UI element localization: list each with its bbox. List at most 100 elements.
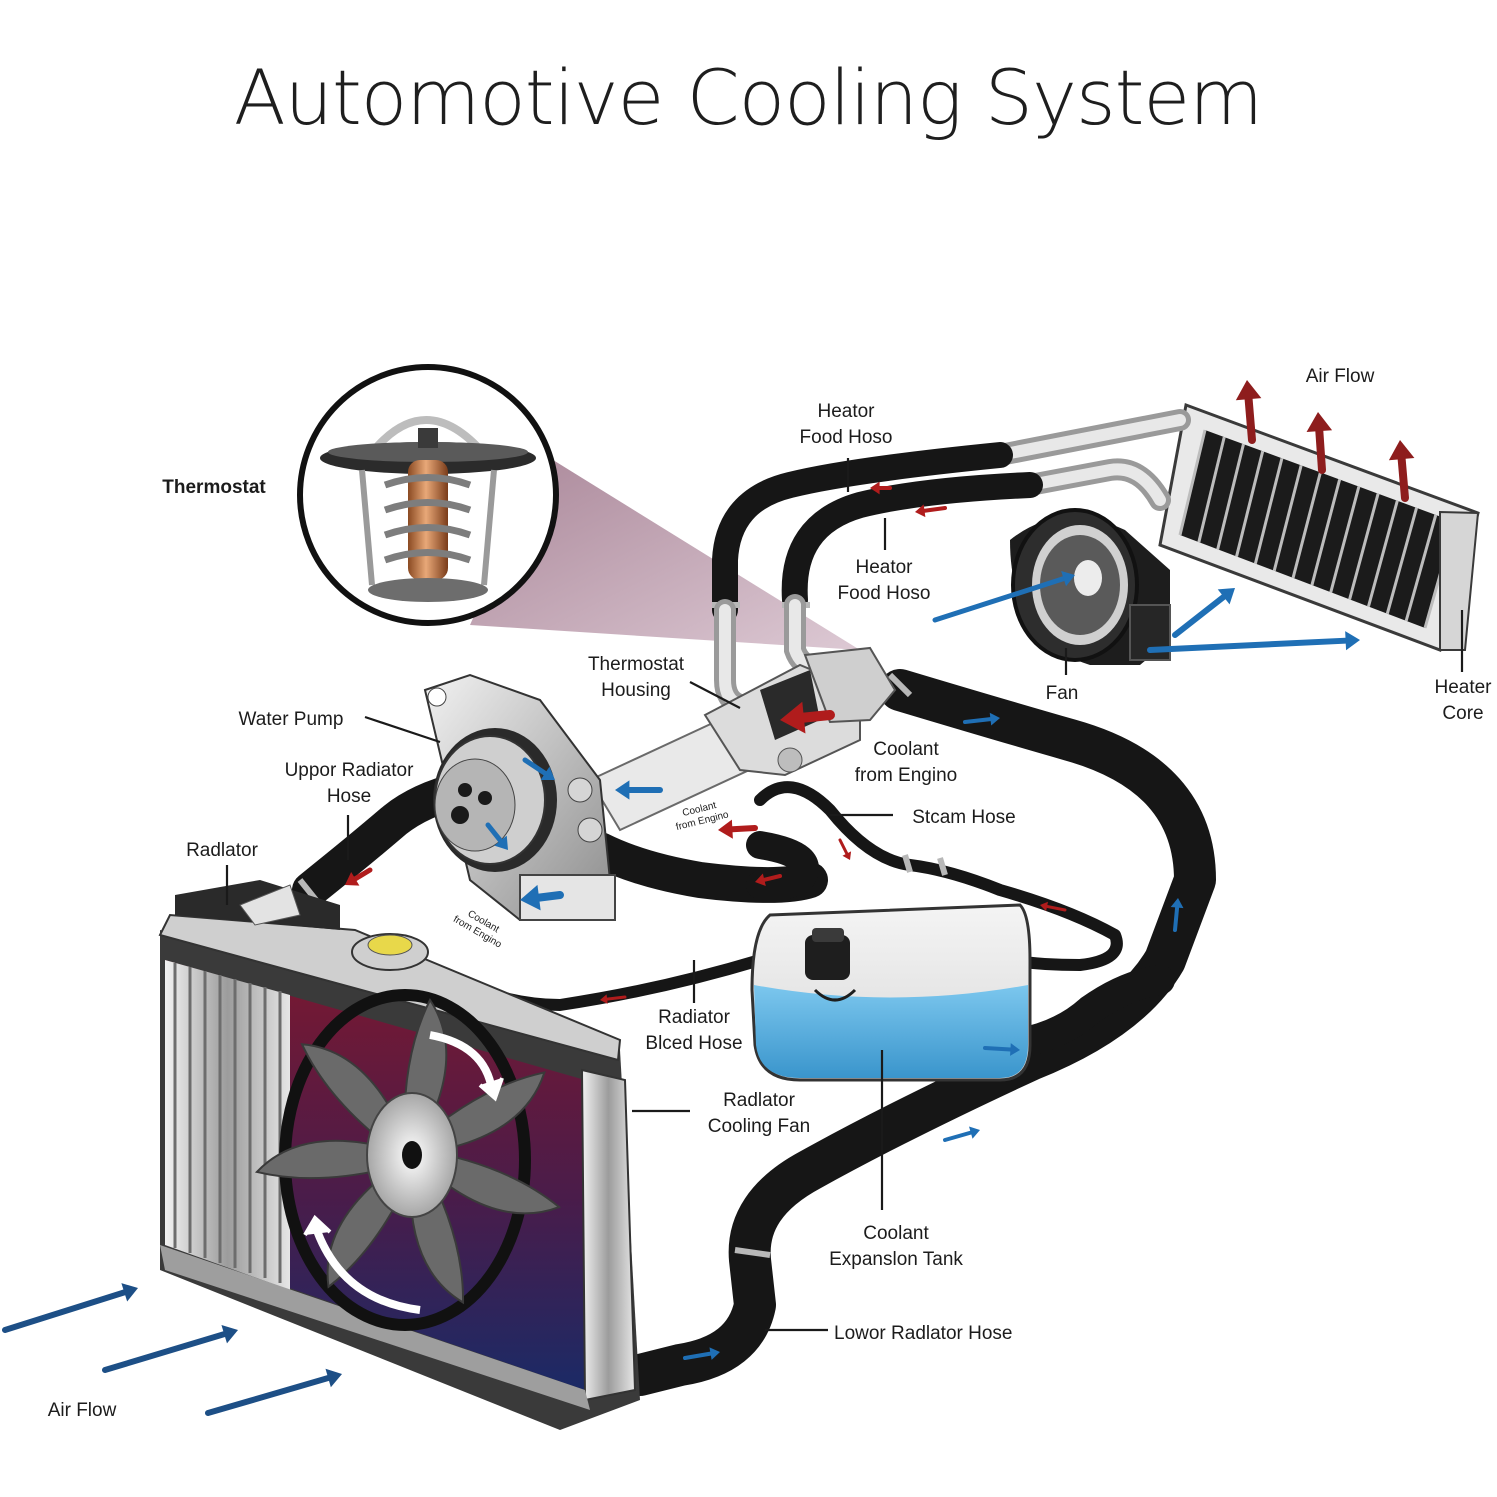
hot-air-arrow-shaft (1315, 427, 1326, 474)
hot-coolant-arrow-shaft (922, 506, 947, 513)
thermostat-housing-label-l1: Thermostat (588, 654, 685, 675)
coolant-flow-arrow (1170, 898, 1184, 932)
water-pump (423, 673, 616, 921)
tank-cap-icon (805, 928, 850, 980)
coolant-flow-arrow (683, 1347, 720, 1360)
hot-coolant-arrow-shaft (729, 825, 758, 833)
thermostat-inset (297, 364, 559, 626)
hot-coolant-arrow-head (755, 873, 766, 886)
coolant-flow-arrow (485, 822, 508, 850)
hot-coolant-arrow (780, 701, 835, 734)
heater-fin (1272, 465, 1303, 572)
heater-fin (1329, 486, 1361, 593)
hot-coolant-arrow (755, 873, 782, 886)
coolant-expansion-tank-label-l1: Coolant (863, 1223, 929, 1244)
heater-fin (1216, 443, 1245, 550)
coolant-expansion-tank-label-l2: Expanslon Tank (829, 1249, 963, 1270)
lower-radiator-hose-label: Lowor Radlator Hose (834, 1323, 1012, 1344)
heater-fin (1291, 472, 1322, 579)
radiator-cooling-fan-label-l2: Cooling Fan (708, 1116, 810, 1137)
air-flow-arrow-shaft (205, 1375, 332, 1416)
heater-core (1158, 402, 1480, 652)
heater-core-label-l1: Heater (1434, 677, 1492, 698)
air-flow-top-label: Air Flow (1306, 366, 1375, 387)
hot-coolant-arrow-shaft (798, 710, 835, 723)
heater-food-hose-2-label-l2: Food Hoso (838, 583, 931, 604)
air-flow-arrow (205, 1368, 342, 1416)
coolant-flow-arrow (943, 1126, 980, 1142)
thermostat-icon (320, 416, 536, 602)
coolant-flow-arrow (983, 1043, 1020, 1056)
hot-coolant-arrow-head (1040, 901, 1049, 912)
heater-fin (1310, 479, 1342, 586)
coolant-flow-arrow-head (1010, 1043, 1020, 1056)
hot-coolant-arrow-shaft (762, 874, 782, 882)
radiator-bleed-hose-label-l1: Radiator (658, 1007, 730, 1028)
radiator-cooling-fan-label-l1: Radlator (723, 1090, 795, 1111)
water-pump-label: Water Pump (239, 709, 344, 730)
coolant-from-engine-label-l1: Coolant (873, 739, 939, 760)
hot-coolant-arrow (870, 481, 892, 495)
fan-air-arrow-shaft (1172, 593, 1227, 638)
coolant-flow-arrow-shaft (943, 1130, 973, 1142)
coolant-flow-arrow-shaft (683, 1351, 713, 1360)
radiator-fins (173, 963, 282, 1283)
heater-fin (1253, 457, 1284, 564)
hot-air-arrow-head (1306, 412, 1333, 433)
heater-fin (1235, 450, 1265, 557)
blower-fan (1010, 508, 1171, 665)
thermostat-housing-label-l2: Housing (601, 680, 671, 701)
coolant-flow-arrow-head (520, 884, 541, 911)
hot-coolant-arrow (718, 819, 758, 839)
heater-food-hose-2-label-l1: Heator (855, 557, 913, 578)
fan-air-arrow-shaft (1147, 637, 1349, 653)
coolant-flow-arrow (522, 757, 555, 780)
hot-coolant-arrow-head (870, 481, 880, 495)
upper-radiator-hose-label-l1: Uppor Radiator (285, 760, 415, 781)
magnifier-cone (470, 455, 860, 650)
hot-coolant-arrow (1040, 901, 1067, 912)
heater-fin (1197, 436, 1226, 543)
hot-air-arrow-shaft (1244, 395, 1256, 444)
coolant-flow-arrow (615, 780, 663, 800)
hot-coolant-arrow-head (780, 701, 806, 734)
hot-air-arrow (1235, 380, 1262, 444)
hot-air-arrow (1388, 440, 1415, 502)
coolant-flow-arrow-shaft (485, 822, 504, 844)
coolant-flow-arrow (963, 712, 1000, 726)
coolant-expansion-tank (750, 903, 1032, 1082)
hot-air-arrow-shaft (1397, 455, 1409, 502)
hot-air-arrow (1306, 412, 1333, 474)
hot-coolant-arrow-head (345, 871, 360, 886)
fan-air-arrow-head (1061, 571, 1075, 587)
upper-radiator-hose-label-l2: Hose (327, 786, 371, 807)
coolant-flow-arrow-head (494, 835, 508, 850)
hot-coolant-arrow-head (600, 994, 608, 1004)
hot-coolant-arrow (915, 504, 947, 518)
heater-food-hose-1-label-l2: Food Hoso (800, 427, 893, 448)
coolant-flow-arrow-head (989, 712, 1000, 726)
thermostat-housing (588, 646, 897, 832)
coolant-from-engine-label-l2: from Engino (855, 765, 957, 786)
heater-fin (1178, 429, 1207, 536)
hot-coolant-arrow-shaft (1045, 904, 1067, 912)
heater-food-hose-1-label-l1: Heator (817, 401, 875, 422)
coolant-flow-arrow (520, 884, 564, 911)
air-flow-arrow-shaft (102, 1331, 228, 1373)
coolant-flow-arrow-head (540, 766, 555, 780)
steam-hose-label: Stcam Hose (912, 807, 1015, 828)
fan-air-arrow (932, 571, 1075, 623)
radiator-label: Radlator (186, 840, 258, 861)
labels: Thermostat Air Flow Heator Food Hoso Hea… (48, 366, 1492, 1421)
flow-arrows (2, 380, 1415, 1416)
fan-air-arrow (1147, 631, 1360, 653)
heater-core-label-l2: Core (1442, 703, 1483, 724)
page-title: Automotive Cooling System (234, 53, 1262, 142)
hot-coolant-arrow-head (842, 851, 852, 860)
coolant-flow-arrow-shaft (522, 757, 548, 776)
hot-coolant-arrow (600, 994, 627, 1004)
air-flow-arrow-head (325, 1368, 342, 1388)
hot-coolant-arrow (345, 867, 373, 886)
